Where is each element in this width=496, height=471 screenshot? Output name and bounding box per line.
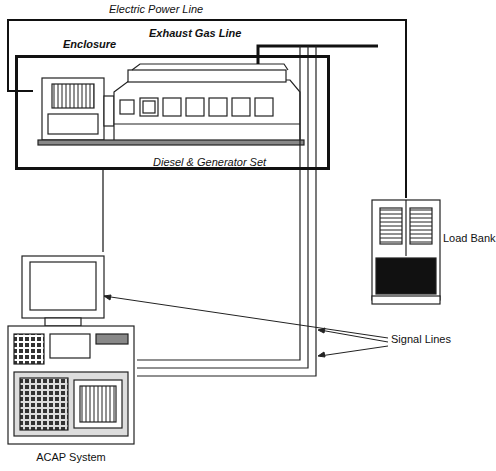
acap-node: ACAP System (5, 252, 137, 464)
node-label: Load Bank (443, 232, 496, 245)
text-label: Signal Lines (390, 333, 452, 346)
load-bank-cabinet (372, 200, 440, 304)
generator (42, 78, 114, 140)
power-line (8, 20, 406, 198)
text-label: Exhaust Gas Line (148, 27, 242, 40)
acap-computer (8, 256, 134, 444)
genset-node: Diesel & Generator Set (33, 66, 318, 170)
diesel-engine (38, 64, 304, 145)
signal-line (103, 170, 104, 252)
node-label: ACAP System (36, 451, 106, 464)
enclosure-box: EnclosureDiesel & Generator Set (15, 55, 330, 170)
signal-wires (137, 46, 316, 376)
load-bank-node: Load Bank (372, 198, 494, 304)
node-label: Enclosure (63, 38, 116, 51)
leader-lines (104, 295, 388, 357)
node-label: Diesel & Generator Set (153, 156, 266, 169)
edge-label: Electric Power Line (108, 3, 204, 16)
